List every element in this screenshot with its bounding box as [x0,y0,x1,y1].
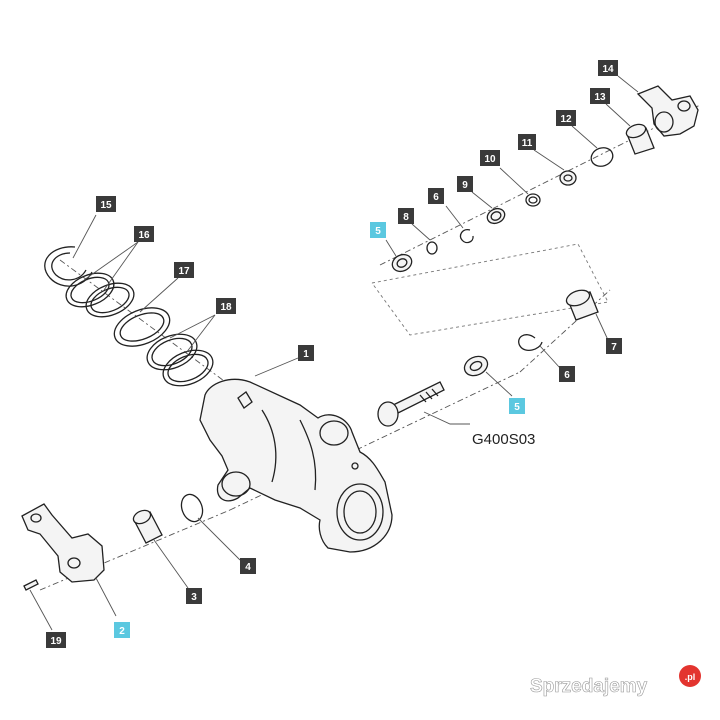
bearing-5-lower [463,355,489,377]
callout-8: 8 [398,208,414,224]
callout-3-text: 3 [191,592,197,603]
washer-9 [486,207,506,225]
callout-17: 17 [174,262,194,278]
o-ring-12 [590,147,614,167]
callout-5-upper-text: 5 [375,226,381,237]
callout-9: 9 [457,176,473,192]
callout-11: 11 [518,134,536,150]
ring-10 [525,193,541,207]
callout-18-text: 18 [220,302,232,313]
callout-10: 10 [480,150,500,166]
callout-19-text: 19 [50,636,62,647]
callout-2: 2 [114,622,130,638]
callout-17-text: 17 [178,266,190,277]
callout-10-text: 10 [484,154,496,165]
callout-19: 19 [46,632,66,648]
callout-7-text: 7 [611,342,617,353]
callout-1-text: 1 [303,349,309,360]
callout-6-lower-text: 6 [564,370,570,381]
callout-14-text: 14 [602,64,614,75]
callout-6-lower: 6 [559,366,575,382]
watermark-text: Sprzedajemy [530,676,648,697]
watermark-pl-badge-icon [679,665,701,687]
callout-1: 1 [298,345,314,361]
circlip-6-upper [459,229,474,244]
bushing-7 [565,289,599,321]
callout-6-upper: 6 [428,188,444,204]
steering-arm-2 [21,503,105,583]
axle-housing-1 [199,378,393,553]
seal-ring-17 [113,307,171,347]
nut-11 [559,170,577,186]
grease-pin-19 [23,579,39,591]
callout-16-text: 16 [138,230,150,241]
snap-ring-15 [44,246,93,287]
callout-2-text: 2 [119,626,125,637]
callout-6-upper-text: 6 [433,192,439,203]
callout-14: 14 [598,60,618,76]
callout-13: 13 [590,88,610,104]
bearing-5-upper [391,253,413,273]
callout-7: 7 [606,338,622,354]
callout-8-text: 8 [403,212,409,223]
callout-5-upper: 5 [370,222,386,238]
callout-16: 16 [134,226,154,242]
callout-12-text: 12 [560,114,572,125]
ring-8 [426,241,438,255]
watermark-logo: Sprzedajemy .pl [530,665,701,697]
bushing-13 [625,123,655,155]
steering-arm-14 [636,85,699,137]
callout-5-lower-text: 5 [514,402,520,413]
callout-3: 3 [186,588,202,604]
callout-15: 15 [96,196,116,212]
callout-12: 12 [556,110,576,126]
o-ring-4 [180,493,204,523]
callout-4-text: 4 [245,562,251,573]
rings-18 [146,333,214,387]
callout-11-text: 11 [522,138,533,149]
bushing-3 [132,509,163,544]
group-box [371,243,609,336]
part-code-label: G400S03 [472,431,535,448]
callout-13-text: 13 [594,92,606,103]
callout-18: 18 [216,298,236,314]
circlip-6-lower [518,334,543,352]
watermark-suffix: .pl [685,672,696,682]
callout-15-text: 15 [100,200,112,211]
callout-4: 4 [240,558,256,574]
rings-16 [65,272,135,318]
kingpin [377,381,445,427]
callout-5-lower: 5 [509,398,525,414]
leader-lines [29,75,639,631]
callout-9-text: 9 [462,180,468,191]
